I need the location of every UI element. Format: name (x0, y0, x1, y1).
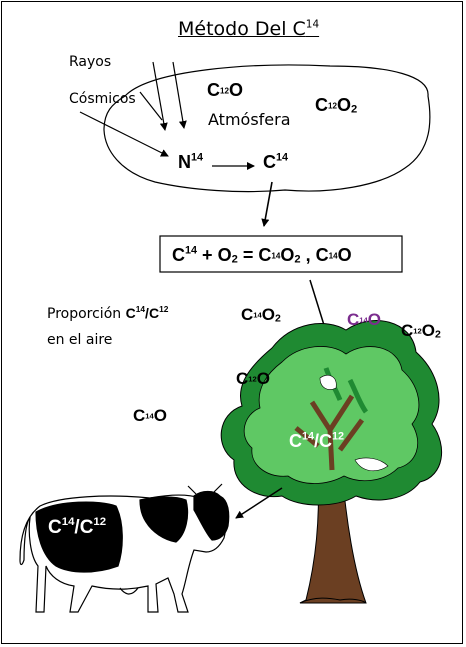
equation-text: C14 + O2 = C14O2 , C14O (172, 244, 352, 266)
cosmic-ray-arrow-4 (79, 111, 169, 157)
atmosphere-label: Atmósfera (208, 110, 291, 129)
in-air-label: en el aire (47, 332, 113, 348)
cosmic-ray-arrow-1 (152, 61, 168, 131)
molecule-c14o2: C14O2 (241, 305, 281, 325)
carbon-14: C14 (263, 151, 289, 172)
title-text: Método Del C (178, 18, 306, 40)
equation-box (159, 235, 403, 273)
molecule-c14o-purple: C14O (347, 310, 382, 329)
atmosphere-c12o: C12O (207, 80, 244, 100)
cow-patch-2 (139, 496, 189, 543)
cow-patch-1 (35, 501, 123, 573)
tree-ratio-label: C14/C12 (289, 430, 345, 451)
tree-canopy-light (243, 346, 420, 484)
cosmic-ray-arrow-2 (172, 61, 187, 129)
tree-illustration (220, 320, 443, 604)
cow-illustration (19, 483, 230, 613)
proportion-label: Proporción C14/C12 (47, 304, 169, 322)
cow-head (193, 490, 230, 541)
c14-to-equation-arrow (261, 181, 273, 227)
molecule-c12o2: C12O2 (401, 321, 441, 341)
cosmic-ray-arrow-3 (139, 91, 163, 121)
tree-trunk (299, 469, 367, 604)
atmosphere-cloud (103, 64, 431, 193)
rays-label: Rayos (69, 54, 112, 70)
molecule-c12o: C12O (236, 369, 271, 388)
cow-ratio-label: C14/C12 (48, 516, 107, 538)
tree-to-cow-arrow (235, 487, 283, 519)
nitrogen-14: N14 (178, 151, 204, 172)
molecule-c14o: C14O (133, 406, 168, 425)
cosmic-label: Cósmicos (69, 91, 136, 107)
atmosphere-c12o2: C12O2 (315, 95, 358, 116)
diagram-title: Método Del C14 (178, 18, 320, 40)
title-superscript: 14 (305, 18, 320, 31)
